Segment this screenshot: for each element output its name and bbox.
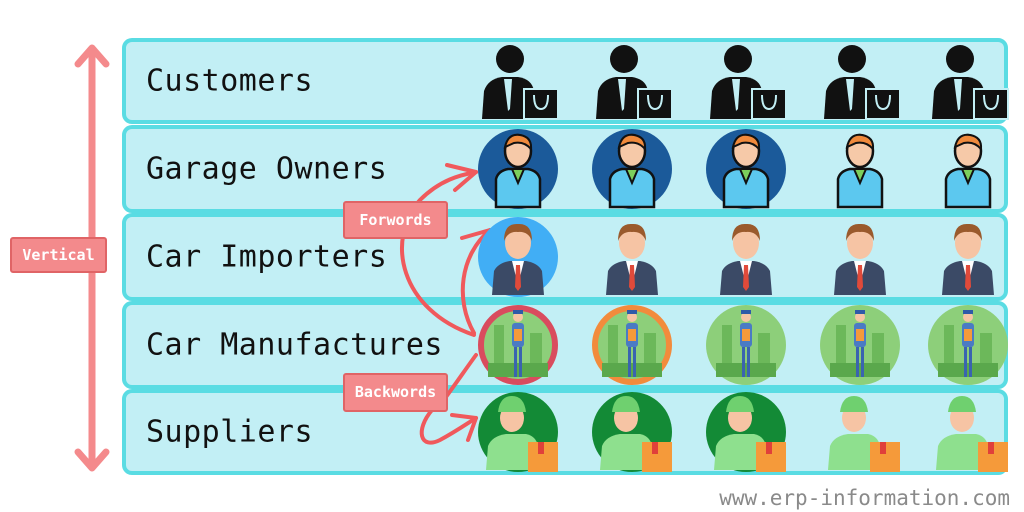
garage-owner-icon	[816, 127, 904, 211]
garage-owner-icon	[474, 127, 562, 211]
layer-label: Suppliers	[146, 414, 314, 450]
customer-icon	[816, 39, 904, 123]
car-importer-icon	[474, 215, 562, 299]
layer-label: Car Importers	[146, 239, 388, 275]
garage-owner-icon	[588, 127, 676, 211]
customer-icon	[702, 39, 790, 123]
car-importer-icon	[816, 215, 904, 299]
car-importer-icon	[924, 215, 1012, 299]
car-importer-icon	[588, 215, 676, 299]
manufacturer-icon	[702, 303, 790, 387]
supplier-icon	[588, 390, 676, 474]
layer-label: Customers	[146, 63, 314, 99]
layer-label: Car Manufactures	[146, 327, 443, 363]
forwards-label: Forwords	[343, 201, 448, 239]
manufacturer-icon	[474, 303, 562, 387]
backwards-label: Backwords	[343, 373, 448, 412]
supplier-icon	[474, 390, 562, 474]
manufacturer-icon	[924, 303, 1012, 387]
garage-owner-icon	[702, 127, 790, 211]
customer-icon	[474, 39, 562, 123]
garage-owner-icon	[924, 127, 1012, 211]
manufacturer-icon	[816, 303, 904, 387]
layer-label: Garage Owners	[146, 151, 388, 187]
vertical-label: Vertical	[10, 237, 107, 273]
manufacturer-icon	[588, 303, 676, 387]
car-importer-icon	[702, 215, 790, 299]
watermark: www.erp-information.com	[719, 486, 1010, 510]
customer-icon	[588, 39, 676, 123]
supplier-icon	[816, 390, 904, 474]
supplier-icon	[702, 390, 790, 474]
customer-icon	[924, 39, 1012, 123]
supplier-icon	[924, 390, 1012, 474]
